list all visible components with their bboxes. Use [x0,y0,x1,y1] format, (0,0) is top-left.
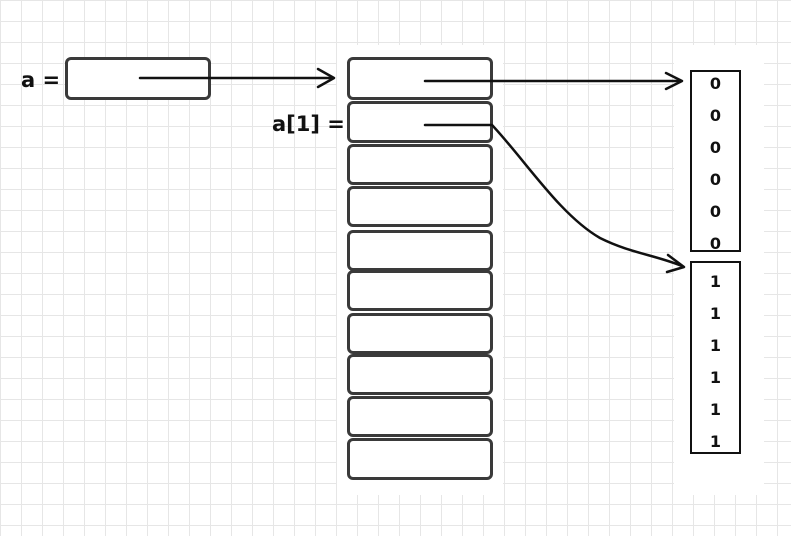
outer-array-cell-6 [347,313,493,354]
outer-array-cell-9 [347,438,493,480]
outer-array-cell-1 [347,101,493,143]
outer-array-cell-3 [347,186,493,227]
sub-array-1-item-2: 1 [709,336,722,355]
sub-array-0-item-2: 0 [709,138,722,157]
sub-array-1-item-0: 1 [709,272,722,291]
sub-array-1-item-5: 1 [709,432,722,451]
outer-array-cell-7 [347,354,493,395]
arrow-cell1-to-ones [423,123,686,274]
sub-array-0-item-4: 0 [709,202,722,221]
sub-array-1-item-1: 1 [709,304,722,323]
outer-array-cell-2 [347,144,493,185]
sub-array-0-item-5: 0 [709,234,722,253]
sub-array-0-item-1: 0 [709,106,722,125]
outer-array-cell-0 [347,57,493,100]
sub-array-0: 0 0 0 0 0 0 [690,70,741,253]
arrow-cell0-to-zeros [423,71,684,91]
sub-array-1-item-3: 1 [709,368,722,387]
sub-array-0-item-0: 0 [709,74,722,93]
outer-array-cell-4 [347,230,493,271]
sub-array-1: 1 1 1 1 1 1 [690,261,741,454]
arrow-a-to-array [138,67,336,89]
sub-array-0-item-3: 0 [709,170,722,189]
outer-array-cell-5 [347,270,493,311]
label-a1: a[1] = [272,112,345,136]
label-a: a = [21,68,61,92]
outer-array-cell-8 [347,396,493,437]
sub-array-1-item-4: 1 [709,400,722,419]
